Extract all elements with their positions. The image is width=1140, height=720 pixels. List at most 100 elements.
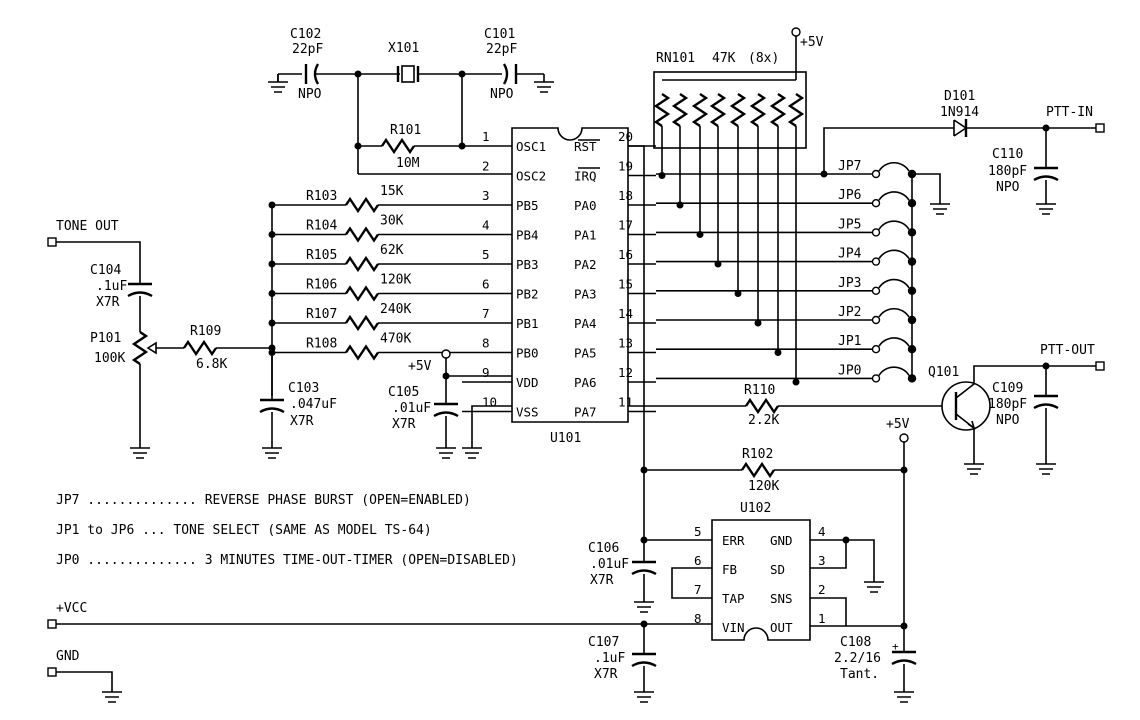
c110-value: 180pF (988, 164, 1027, 179)
junction-dot (774, 349, 782, 356)
pin-number: 17 (618, 218, 633, 233)
pin-number: 9 (482, 365, 490, 380)
c103-ref: C103 (288, 381, 319, 396)
pin-name: SD (770, 562, 785, 577)
rn101-plus5v-label: +5V (800, 35, 824, 50)
pin-name: PB4 (516, 228, 539, 243)
pin-name: PA6 (574, 375, 597, 390)
c105-ref: C105 (388, 385, 419, 400)
ptt-out-section: R110 2.2K Q101 PTT-OUT C109 180pF NPO (628, 343, 1105, 475)
jumper-notes: JP7 .............. REVERSE PHASE BURST (… (56, 493, 518, 568)
c106-dielectric: X7R (590, 573, 614, 588)
ic-u101: U101 1OSC12OSC23PB54PB45PB36PB27PB18PB09… (462, 127, 656, 446)
ladder-resistor (344, 315, 380, 331)
c109-value: 180pF (988, 397, 1027, 412)
d101-value: 1N914 (940, 105, 979, 120)
c102-ref: C102 (290, 27, 321, 42)
junction-dot (792, 378, 800, 386)
c107-value: .1uF (594, 651, 625, 666)
ladder-ref: R105 (306, 248, 337, 263)
c108-ref: C108 (840, 635, 871, 650)
pin-name: PB2 (516, 287, 539, 302)
network-resistor (750, 92, 766, 128)
pin-number: 11 (618, 395, 633, 410)
jumper-link (871, 366, 917, 383)
oscillator-section: C102 22pF NPO X101 C101 22pF NPO R101 10… (267, 27, 555, 175)
ladder-value: 120K (380, 273, 411, 288)
pin-name: PB3 (516, 257, 539, 272)
c110-ref: C110 (992, 147, 1023, 162)
pin-name: PA7 (574, 405, 597, 420)
c104-dielectric: X7R (96, 295, 120, 310)
network-resistor (730, 92, 746, 128)
pin-number: 13 (618, 336, 633, 351)
x101-ref: X101 (388, 41, 419, 56)
network-resistor (692, 92, 708, 128)
ptt-in-label: PTT-IN (1046, 105, 1093, 120)
c101-value: 22pF (486, 42, 517, 57)
c107-ref: C107 (588, 635, 619, 650)
pin-name: IRQ (574, 169, 597, 184)
junction-dot (658, 172, 666, 179)
pin-name: PA1 (574, 228, 597, 243)
jumper-label: JP4 (838, 247, 862, 262)
tone-out-label: TONE OUT (56, 219, 119, 234)
pin-number: 14 (618, 306, 633, 321)
c109-dielectric: NPO (996, 413, 1020, 428)
u101-power: +5V C105 .01uF X7R (388, 349, 512, 459)
note-line: JP1 to JP6 ... TONE SELECT (SAME AS MODE… (56, 523, 432, 538)
c101-ref: C101 (484, 27, 515, 42)
pin-number: 4 (818, 524, 826, 539)
r110-ref: R110 (744, 383, 775, 398)
c103-dielectric: X7R (290, 414, 314, 429)
junction-dot (734, 290, 742, 297)
r101-value: 10M (396, 156, 420, 171)
c102-dielectric: NPO (298, 87, 322, 102)
gnd-label: GND (56, 649, 80, 664)
pin-number: 8 (482, 336, 490, 351)
rn101-count: (8x) (748, 51, 779, 66)
pin-number: 7 (694, 582, 702, 597)
pin-number: 10 (482, 395, 497, 410)
u102-ref: U102 (740, 501, 771, 516)
ladder-ref: R108 (306, 337, 337, 352)
note-line: JP7 .............. REVERSE PHASE BURST (… (56, 493, 471, 508)
network-resistor (672, 92, 688, 128)
rn101-value: 47K (712, 51, 736, 66)
ptt-in-section: D101 1N914 PTT-IN C110 180pF NPO (823, 89, 1105, 215)
ladder-ref: R104 (306, 219, 337, 234)
pin-name: TAP (722, 591, 745, 606)
pin-number: 5 (694, 524, 702, 539)
pin-number: 3 (482, 188, 490, 203)
c108-value: 2.2/16 (834, 651, 881, 666)
ladder-value: 62K (380, 243, 404, 258)
u101-right-pins: 20RST19IRQ18PA017PA116PA215PA314PA413PA5… (574, 129, 656, 420)
pin-number: 2 (818, 582, 826, 597)
pin-number: 19 (618, 159, 633, 174)
c101-dielectric: NPO (490, 87, 514, 102)
c104-value: .1uF (96, 279, 127, 294)
network-resistor (710, 92, 726, 128)
pin-name: ERR (722, 533, 745, 548)
jumper-label: JP1 (838, 334, 861, 349)
pin-number: 18 (618, 188, 633, 203)
c106-ref: C106 (588, 541, 619, 556)
c104-ref: C104 (90, 263, 121, 278)
supply-section: +5V + R102 120K C106 .01uF X7R (47, 145, 918, 703)
jumper-link (871, 249, 917, 266)
rn101-ref: RN101 (656, 51, 695, 66)
jumper-label: JP3 (838, 276, 861, 291)
junction-dot (909, 375, 915, 382)
pin-name: FB (722, 562, 737, 577)
ladder-resistor (344, 227, 380, 242)
jumper-label: JP7 (838, 159, 861, 174)
r110-value: 2.2K (748, 413, 779, 428)
reg-plus5v-label: +5V (886, 417, 910, 432)
jumper-label: JP2 (838, 305, 861, 320)
q101-ref: Q101 (928, 365, 959, 380)
pin-name: PA5 (574, 346, 597, 361)
ladder-ref: R107 (306, 307, 337, 322)
